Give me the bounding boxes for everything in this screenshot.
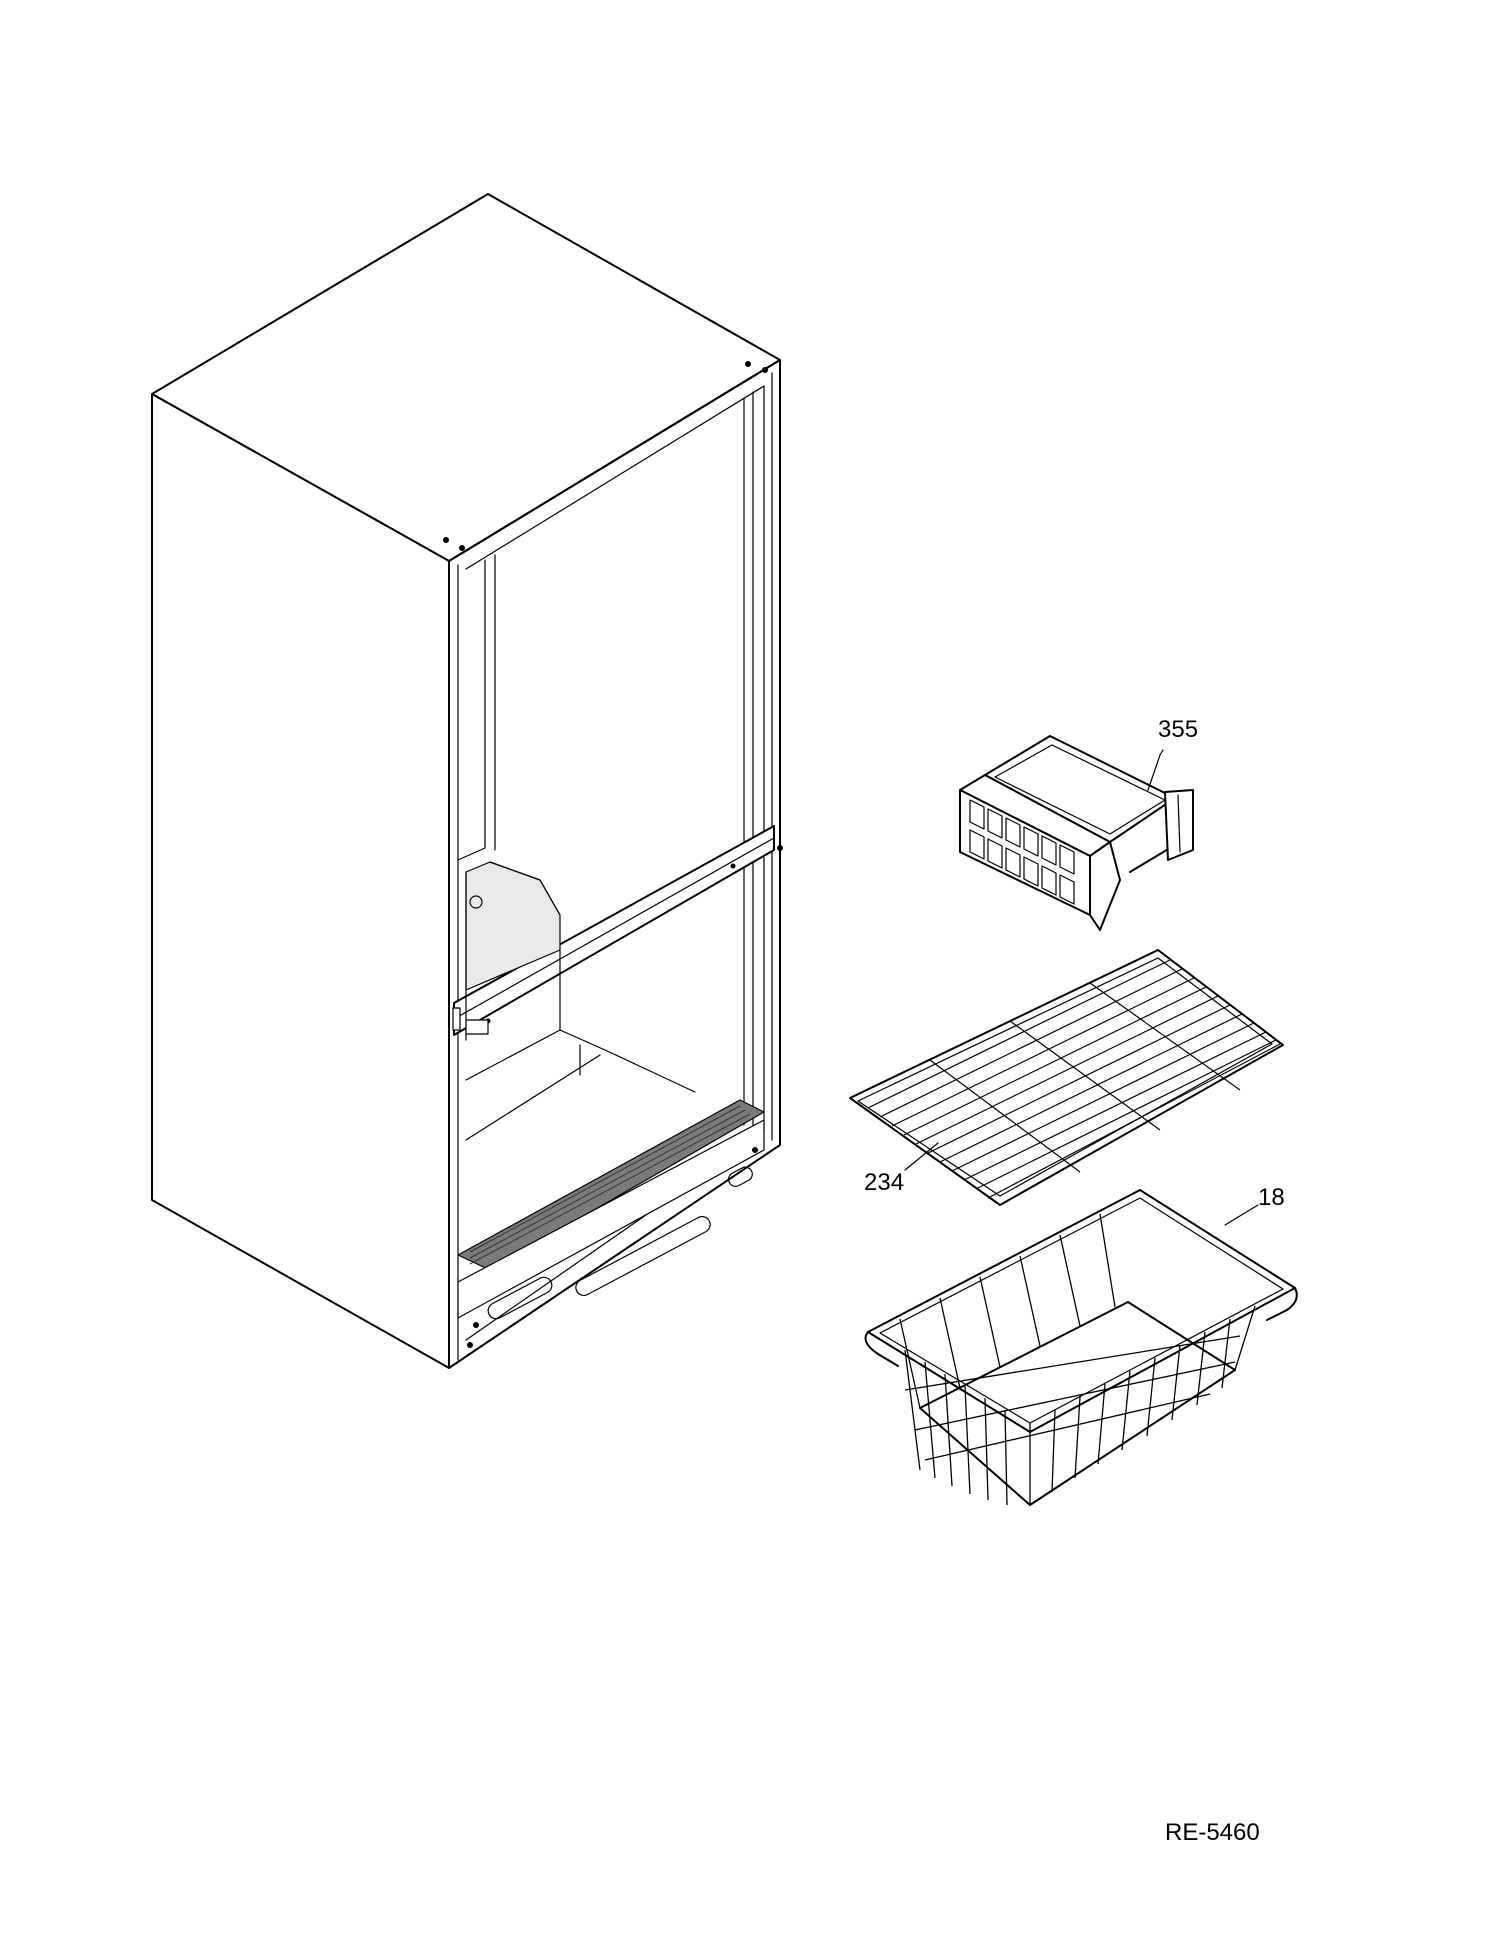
callout-234: 234 [864, 1169, 904, 1196]
callout-355: 355 [1158, 716, 1198, 743]
shelf-wires [867, 959, 1281, 1199]
ice-cube-cavities [969, 799, 1075, 905]
basket-wires [899, 1213, 1256, 1506]
grille-lines [469, 1105, 751, 1265]
refrigerator-cabinet [151, 193, 783, 1369]
ice-tray-assembly [959, 735, 1194, 931]
wire-shelf [849, 949, 1284, 1206]
drawing-number: RE-5460 [1165, 1819, 1260, 1846]
wire-basket [864, 1189, 1298, 1506]
callout-18: 18 [1258, 1184, 1285, 1211]
